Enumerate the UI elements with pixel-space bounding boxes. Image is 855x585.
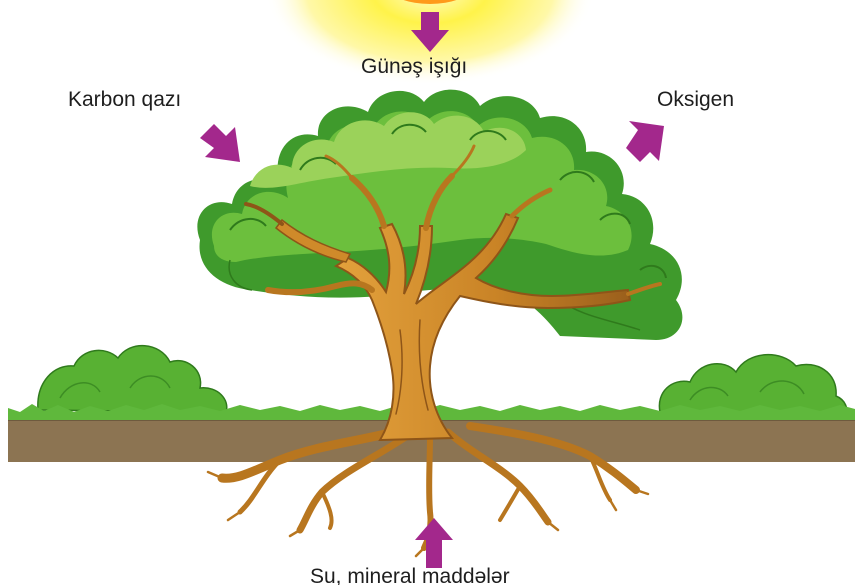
carbon-dioxide-label: Karbon qazı [68,88,182,111]
water-minerals-label: Su, mineral maddələr [310,565,510,585]
water-minerals-arrow [415,518,453,568]
tree-canopy [197,89,683,340]
oxygen-label: Oksigen [657,88,735,111]
carbon-dioxide-arrow [200,124,240,162]
left-bushes [37,344,228,413]
right-bushes [658,353,848,413]
sunlight-arrow [411,12,449,52]
roots [206,422,650,558]
tree-trunk [244,144,662,442]
oxygen-arrow [626,121,664,162]
sunlight-label: Günəş işığı [361,55,468,78]
